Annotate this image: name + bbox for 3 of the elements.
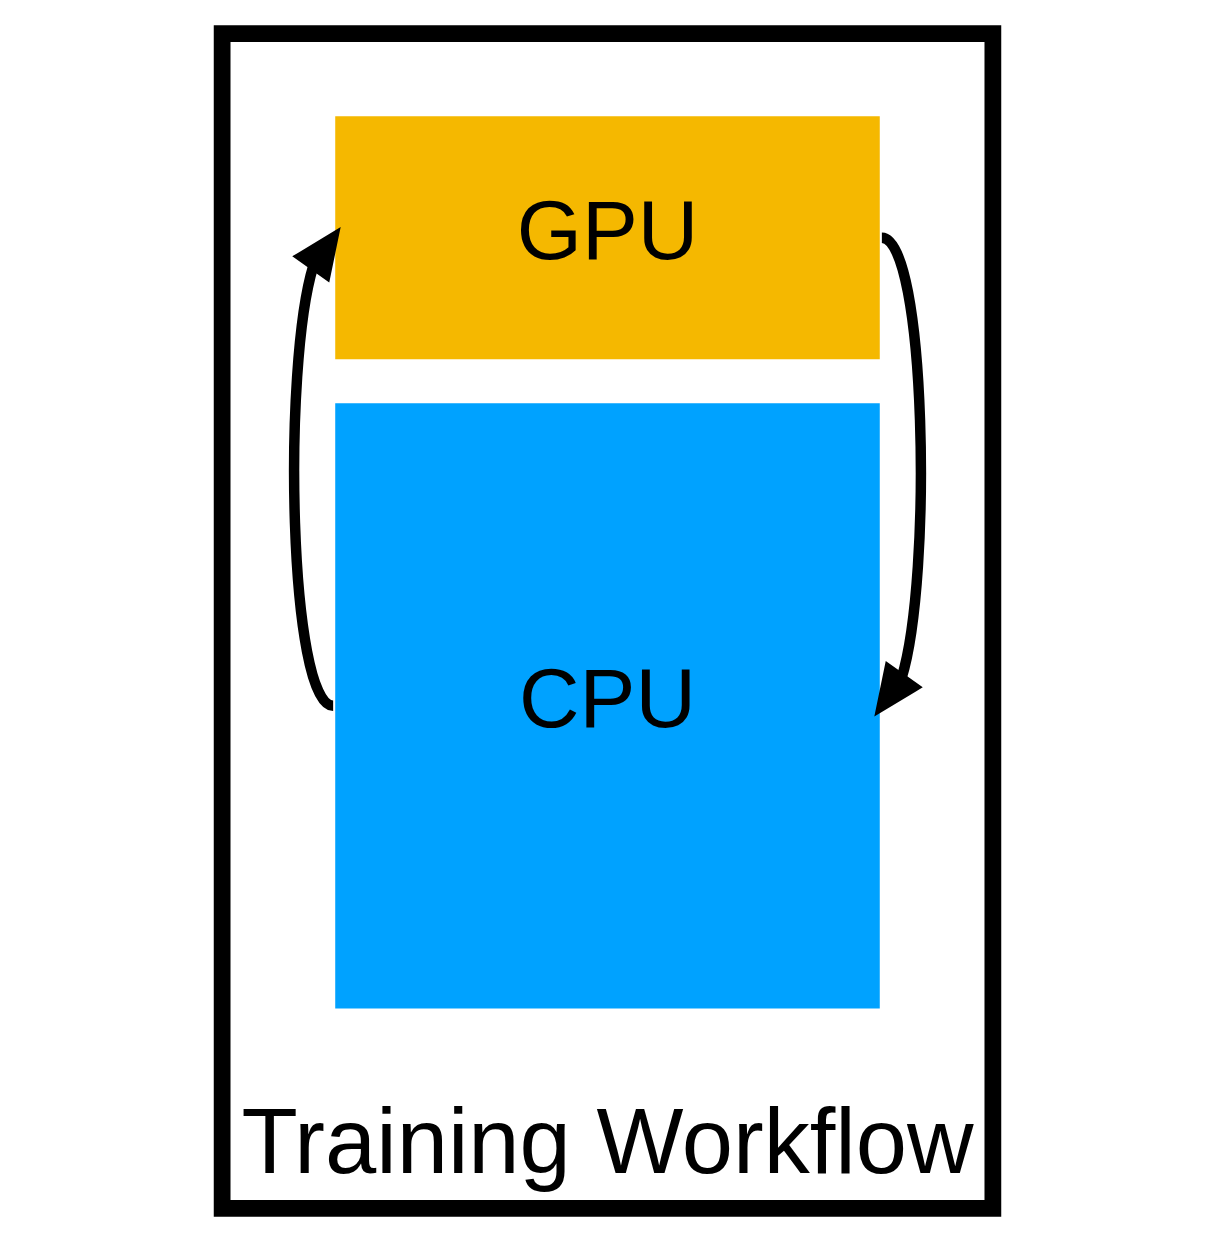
arrow xyxy=(288,227,341,711)
node-box: CPU xyxy=(334,403,880,1009)
node-box: GPU xyxy=(334,116,880,360)
